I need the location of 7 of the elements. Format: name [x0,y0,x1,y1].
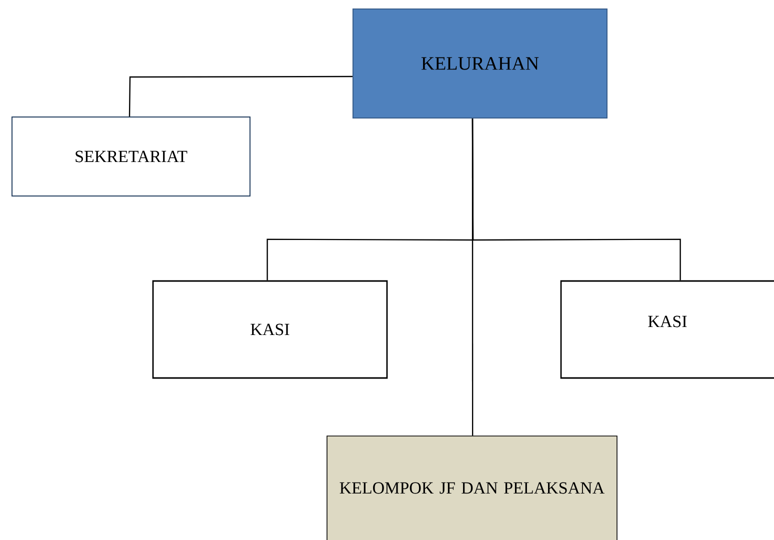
connector-line [472,118,474,436]
connector-line [128,76,352,116]
secretariat-box: SEKRETARIAT [12,116,250,196]
section-box: KASI [560,280,774,379]
head-box: KELURAHAN [352,8,608,118]
group-box: KELOMPOK JF DAN PELAKSANA [326,436,618,540]
section-box: KASI [152,280,388,379]
